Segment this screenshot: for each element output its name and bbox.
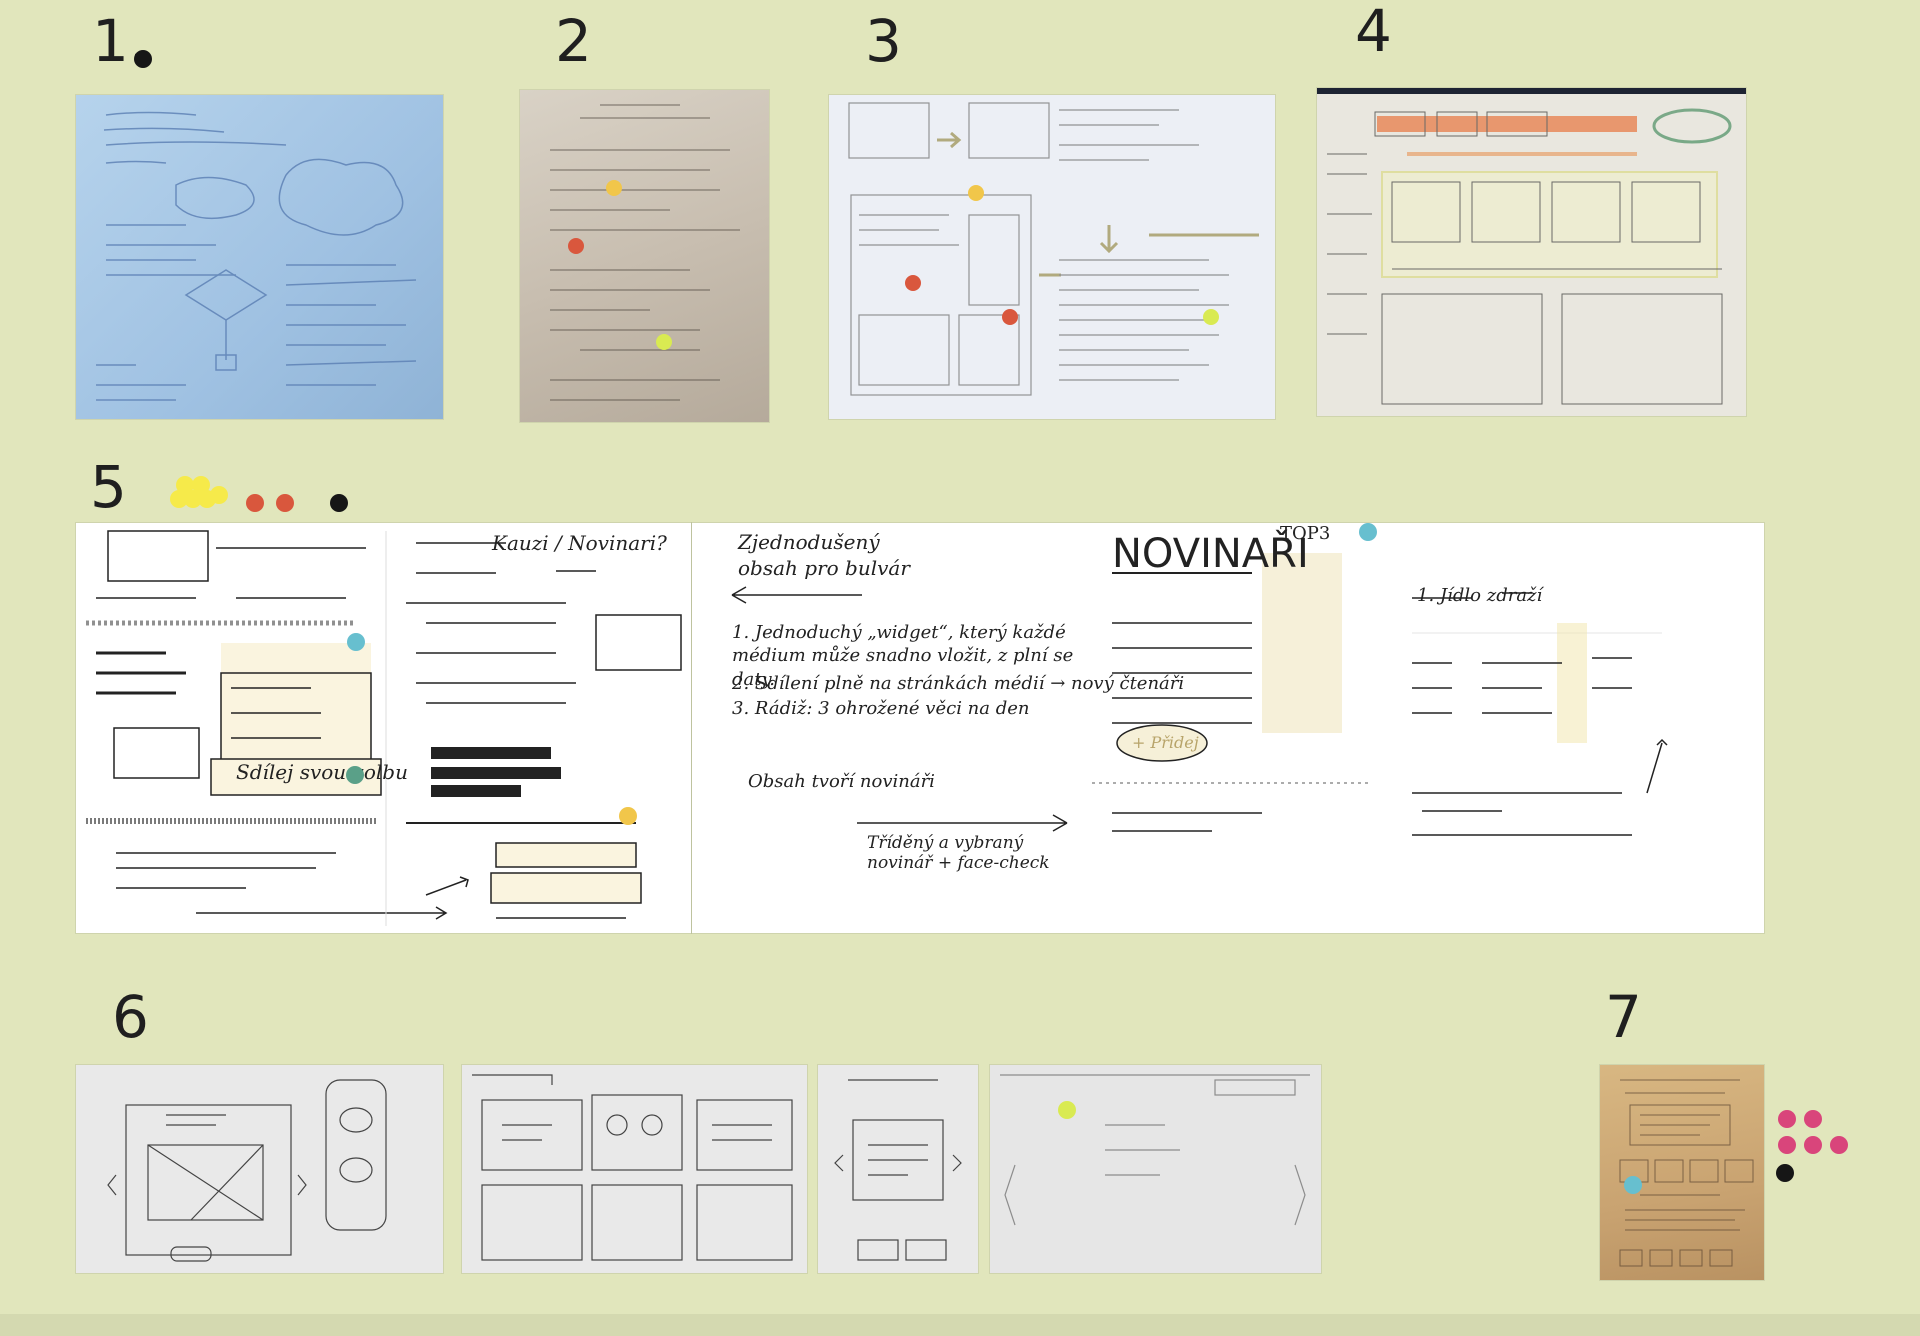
vote-dot-teal bbox=[1359, 523, 1377, 541]
section-number-2: 2 bbox=[555, 7, 592, 75]
vote-dot-green bbox=[346, 766, 364, 784]
handwriting-sketch-4 bbox=[1327, 108, 1732, 405]
vote-dot-yellow bbox=[210, 486, 228, 504]
kauz-label-5: Kauzi / Novinari? bbox=[492, 531, 667, 555]
obsah-trazi-note: Obsah tvoří novináři bbox=[748, 771, 935, 792]
sketch-photo-1[interactable] bbox=[76, 95, 443, 419]
handwriting-sketch-6a bbox=[107, 1079, 387, 1262]
sketch-6-4[interactable] bbox=[990, 1065, 1321, 1273]
vote-dot-black bbox=[330, 494, 348, 512]
handwriting-sketch-5b bbox=[731, 553, 1668, 836]
vote-dot-teal bbox=[1624, 1176, 1642, 1194]
pridej-label: + Přidej bbox=[1132, 733, 1199, 752]
bottom-bar bbox=[0, 1314, 1920, 1336]
vote-dot-yellow bbox=[968, 185, 984, 201]
vote-dot-yellow bbox=[619, 807, 637, 825]
vote-dot-yellow bbox=[176, 476, 194, 494]
sketch-6-2[interactable] bbox=[462, 1065, 807, 1273]
vote-dot-yellow bbox=[170, 490, 188, 508]
vote-dot-red bbox=[276, 494, 294, 512]
vote-dots-group-7 bbox=[1774, 1110, 1854, 1190]
sdilej-label-5: Sdílej svou volbu bbox=[236, 760, 408, 784]
list-item-2: 2. Sdílení plně na stránkách médií → nov… bbox=[732, 673, 1185, 694]
trideny-note: Tříděný a vybraný novinář + face-check bbox=[867, 833, 1050, 873]
vote-dot-yellow bbox=[184, 490, 202, 508]
section-number-5: 5 bbox=[90, 453, 127, 521]
vote-dot-red bbox=[905, 275, 921, 291]
vote-dot-red bbox=[1002, 309, 1018, 325]
novinari-title: NOVINAŘI bbox=[1112, 531, 1309, 577]
jidlo-label: 1. Jídlo zdraží bbox=[1417, 585, 1543, 606]
sketch-photo-3[interactable] bbox=[829, 95, 1275, 419]
vote-dot-lime bbox=[1058, 1101, 1076, 1119]
section-number-6: 6 bbox=[112, 983, 149, 1051]
handwriting-sketch-1 bbox=[96, 111, 417, 401]
sketch-6-3[interactable] bbox=[818, 1065, 978, 1273]
vote-dot-yellow bbox=[192, 476, 210, 494]
vote-dot-lime bbox=[1203, 309, 1219, 325]
handwriting-sketch-6b bbox=[472, 1074, 793, 1261]
handwriting-sketch-2 bbox=[550, 104, 740, 401]
sketch-photo-7[interactable] bbox=[1600, 1065, 1764, 1280]
handwriting-sketch-6c bbox=[834, 1079, 962, 1261]
sketch-photo-4[interactable] bbox=[1317, 88, 1746, 416]
vote-dot-pink bbox=[1778, 1136, 1796, 1154]
list-item-1: 1. Jednoduchý „widget“, který každé médi… bbox=[732, 622, 1074, 690]
vote-dot-black bbox=[1776, 1164, 1794, 1182]
vote-dot-black bbox=[134, 50, 152, 68]
vote-dot-pink bbox=[1778, 1110, 1796, 1128]
vote-dot-red bbox=[568, 238, 584, 254]
sketch-photo-2[interactable] bbox=[520, 90, 769, 422]
handwriting-sketch-7 bbox=[1619, 1079, 1754, 1267]
sketch-5-left[interactable]: Kauzi / Novinari? Sdílej svou volbu bbox=[76, 523, 691, 933]
vote-dot-teal bbox=[347, 633, 365, 651]
section-number-7: 7 bbox=[1605, 983, 1642, 1051]
section-number-3: 3 bbox=[865, 7, 902, 75]
sketch-6-1[interactable] bbox=[76, 1065, 443, 1273]
vote-dot-lime bbox=[656, 334, 672, 350]
vote-dot-pink bbox=[1804, 1136, 1822, 1154]
zjednoduseny-note: Zjednodušený obsah pro bulvár bbox=[738, 530, 910, 580]
handwriting-sketch-5a bbox=[86, 530, 682, 926]
sketch-5-right[interactable]: Zjednodušený obsah pro bulvár 1. Jednodu… bbox=[692, 523, 1764, 933]
vote-dot-yellow bbox=[606, 180, 622, 196]
section-number-4: 4 bbox=[1355, 0, 1392, 65]
vote-dot-pink bbox=[1830, 1136, 1848, 1154]
top3-label: TOP3 bbox=[1280, 523, 1331, 544]
vote-dot-red bbox=[246, 494, 264, 512]
vote-dots-group-5 bbox=[170, 476, 230, 516]
handwriting-sketch-6d bbox=[1000, 1074, 1310, 1226]
list-item-3: 3. Rádiž: 3 ohrožené věci na den bbox=[732, 698, 1030, 719]
handwriting-sketch-3 bbox=[848, 102, 1259, 396]
vote-dot-pink bbox=[1804, 1110, 1822, 1128]
